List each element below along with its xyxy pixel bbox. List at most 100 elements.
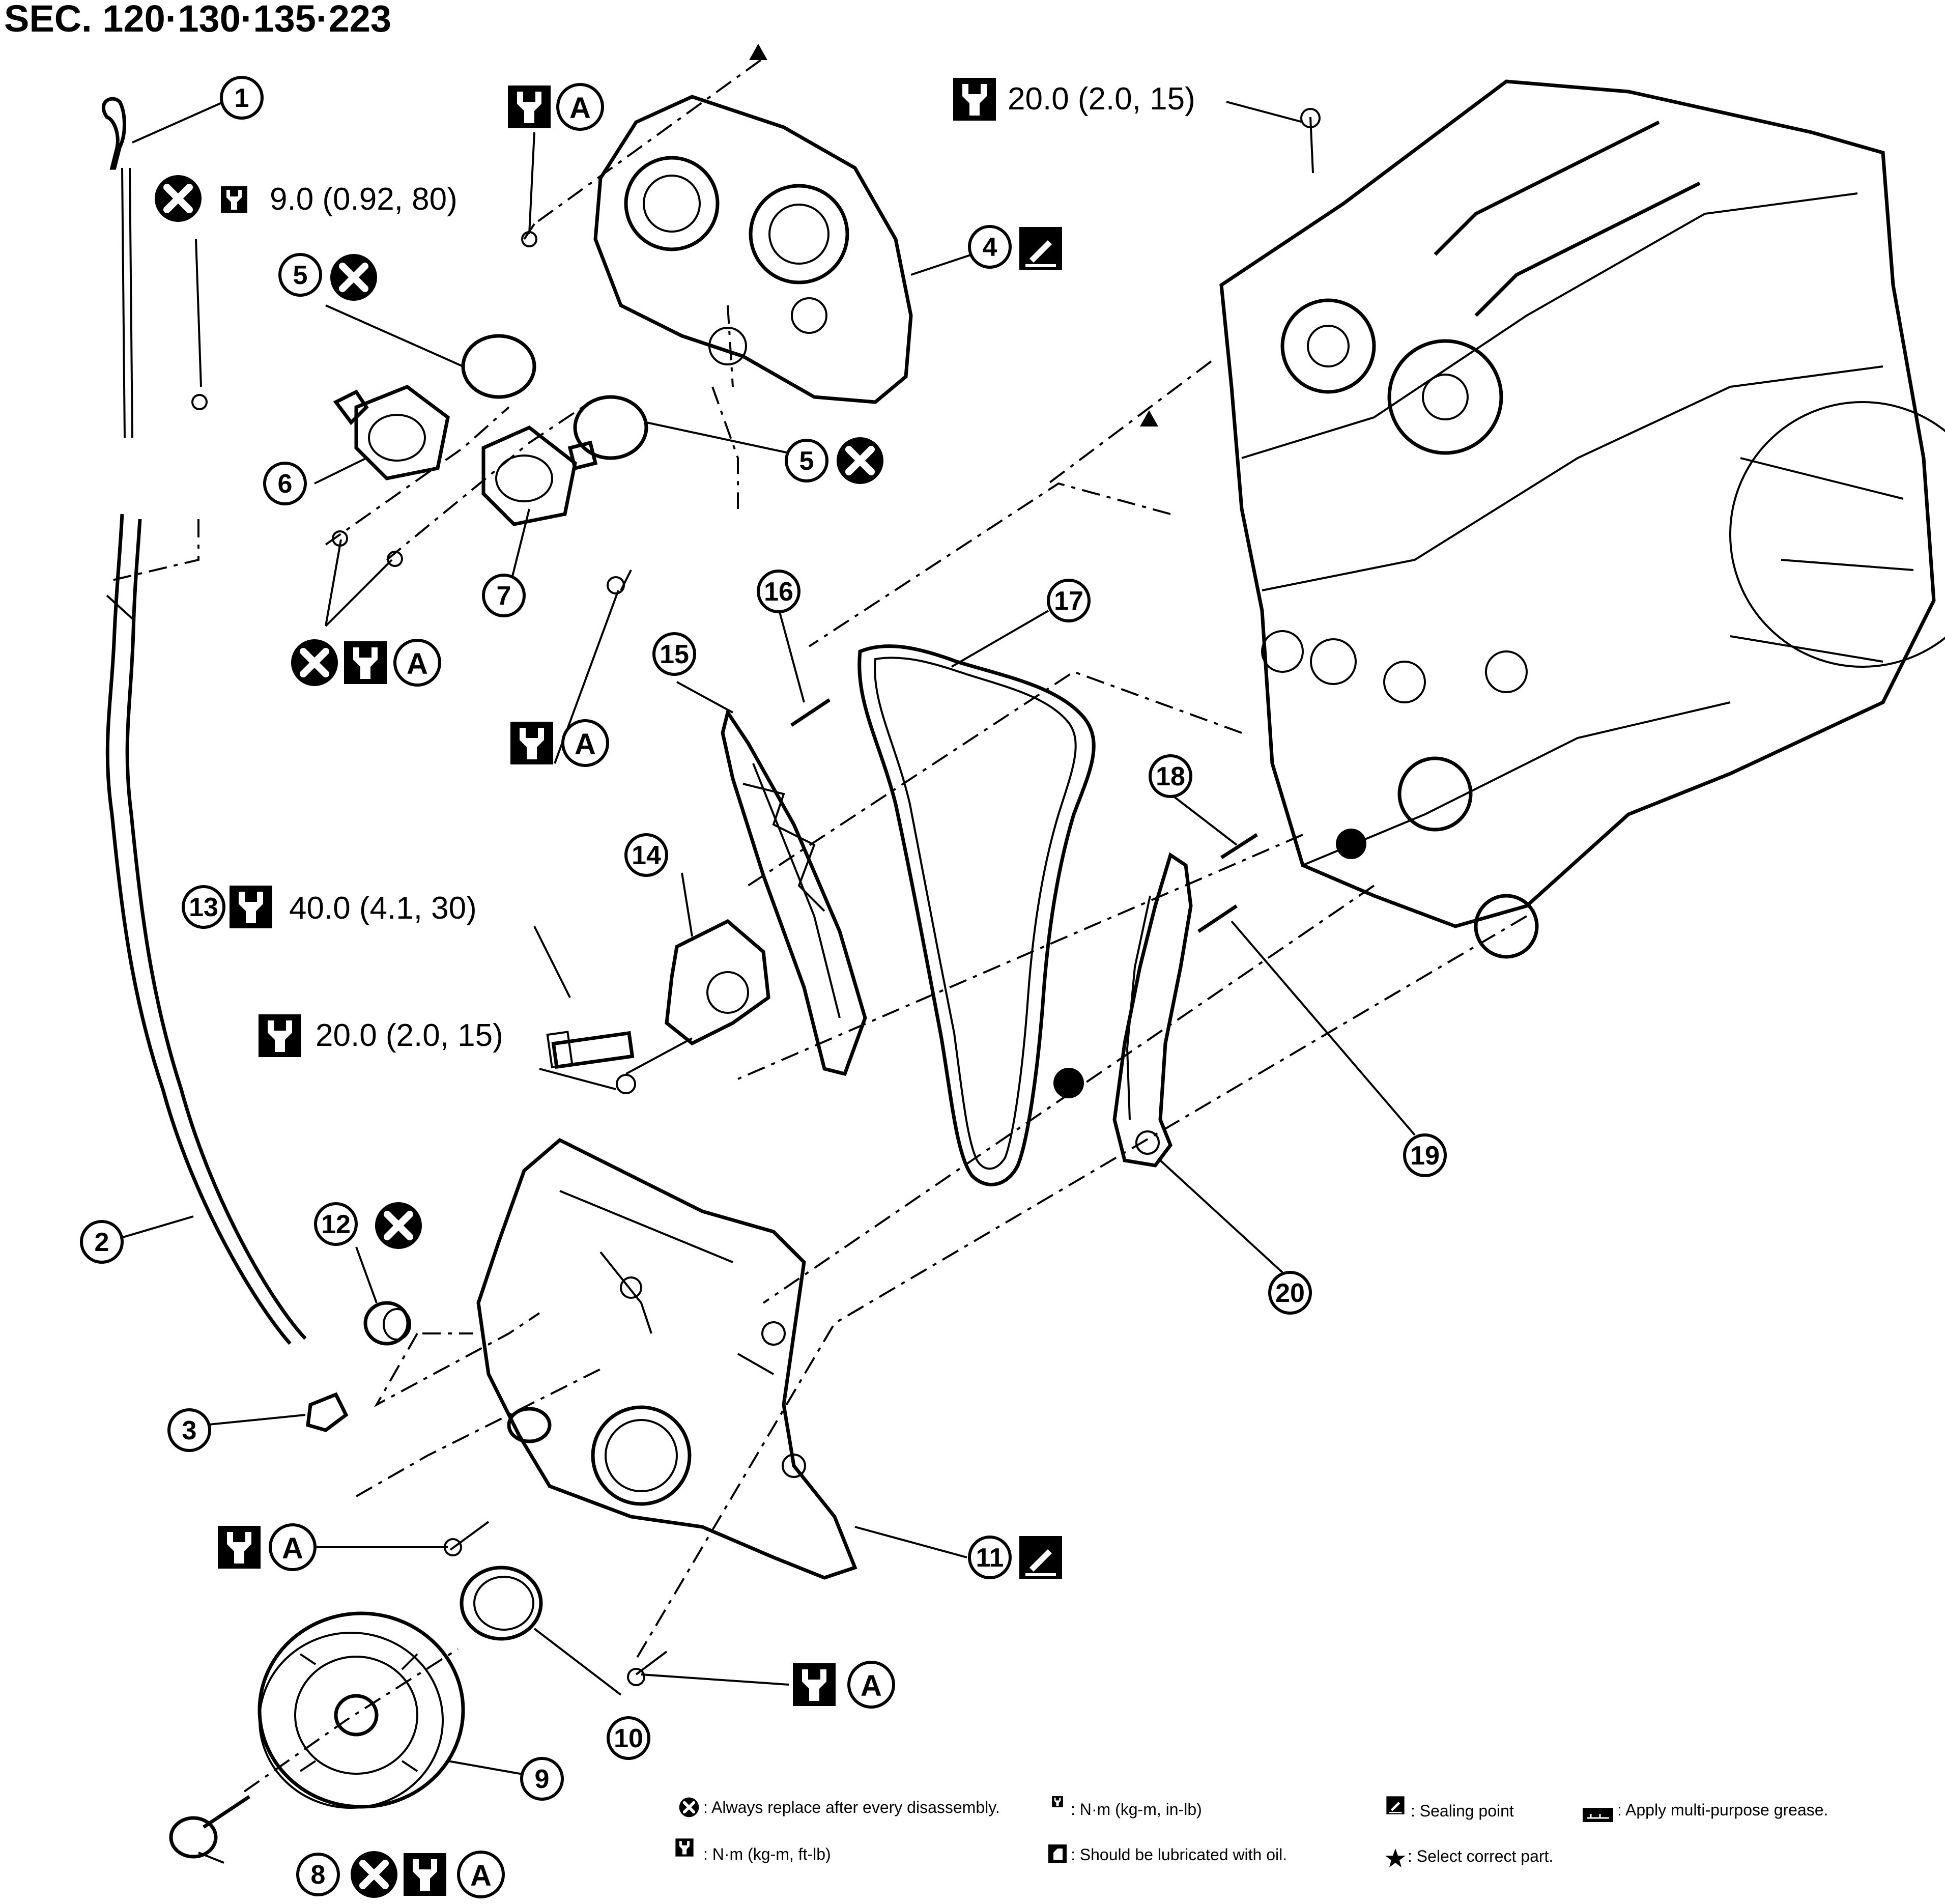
legend-sealing: : Sealing point <box>1411 1802 1514 1820</box>
replace-x-icon <box>330 254 377 301</box>
part-number-circle <box>314 1202 358 1246</box>
crankshaft-pulley <box>258 1611 465 1809</box>
part-number-circle <box>624 833 668 877</box>
tensioner-bolt-torque: 20.0 (2.0, 15) <box>316 1018 503 1053</box>
replace-x-icon <box>679 1798 699 1817</box>
cylinder-head-bolt-head <box>1300 108 1321 128</box>
legend-nm-inlb: : N·m (kg-m, in-lb) <box>1071 1800 1202 1818</box>
engine-block <box>1219 79 1945 959</box>
sealing-point-icon <box>1019 1536 1062 1579</box>
replace-x-icon <box>351 1851 397 1898</box>
oil-level-gauge-guide <box>105 514 307 1345</box>
dot-marker-icon <box>1336 829 1366 859</box>
section-title: SEC. 120·130·135·223 <box>4 0 391 40</box>
leader-lines <box>90 101 1416 1864</box>
oil-can-icon <box>1048 1844 1067 1863</box>
o-ring-lower <box>573 395 648 460</box>
legend: : Always replace after every disassembly… <box>675 1796 1828 1867</box>
torque-wrench-icon <box>508 86 551 128</box>
part-number-circle <box>968 1536 1012 1579</box>
part-number-9: 9 <box>535 1765 550 1794</box>
part-number-11: 11 <box>976 1543 1004 1573</box>
torque-wrench-icon <box>344 641 387 684</box>
sealing-point-icon <box>1019 227 1062 270</box>
part-number-circle <box>757 570 800 613</box>
front-oil-seal <box>460 1566 543 1641</box>
sequence-a-label: A <box>470 1859 492 1892</box>
tensioner-plug-torque: 40.0 (4.1, 30) <box>289 891 477 926</box>
triangle-marker-icon <box>1140 410 1158 427</box>
part-number-3: 3 <box>182 1416 197 1445</box>
part-number-10: 10 <box>614 1724 643 1753</box>
tensioner-bolt <box>625 1037 693 1075</box>
part-number-1: 1 <box>235 83 249 113</box>
torque-wrench-icon <box>259 1014 301 1057</box>
part-number-circle <box>80 1220 124 1264</box>
part-number-18: 18 <box>1156 762 1185 791</box>
part-number-circle <box>607 1716 650 1760</box>
torque-wrench-icon <box>510 722 553 764</box>
dipstick-bolt <box>195 239 202 387</box>
part-number-8: 8 <box>311 1860 326 1890</box>
legend-select: : Select correct part. <box>1408 1847 1553 1865</box>
part-number-17: 17 <box>1054 586 1083 616</box>
replace-x-icon <box>155 175 202 222</box>
part-number-12: 12 <box>321 1210 351 1239</box>
torque-wrench-icon <box>953 78 996 121</box>
part-number-circle <box>167 1408 211 1452</box>
torque-wrench-icon <box>218 1526 261 1569</box>
part-number-circle <box>968 225 1012 269</box>
sequence-a-label: A <box>569 92 591 125</box>
timing-chain <box>857 644 1096 1186</box>
grease-icon <box>1583 1808 1613 1822</box>
tension-guide-bolt <box>1197 904 1238 933</box>
part-number-6: 6 <box>278 469 293 499</box>
sequence-a-label: A <box>575 728 596 761</box>
part-number-13: 13 <box>189 893 218 922</box>
part-number-19: 19 <box>1410 1141 1440 1171</box>
part-number-circle <box>1403 1133 1447 1177</box>
sequence-a-label: A <box>407 647 428 680</box>
cover-bolt <box>387 551 403 567</box>
part-number-circle <box>263 462 307 505</box>
oil-level-gauge <box>101 97 133 438</box>
torque-wrench-icon <box>221 186 247 213</box>
dipstick-bolt-torque: 9.0 (0.92, 80) <box>270 182 457 217</box>
part-number-circle <box>1268 1271 1312 1315</box>
torque-wrench-icon <box>230 886 272 928</box>
oil-seal-plug <box>363 1301 411 1346</box>
part-number-circle <box>785 439 828 482</box>
sequence-a-label: A <box>282 1532 303 1565</box>
o-ring-upper <box>461 334 536 399</box>
tension-guide-pin <box>1220 833 1258 859</box>
front-case-bolt-head <box>627 1668 645 1686</box>
part-number-16: 16 <box>764 577 793 607</box>
front-case-bolt <box>449 1521 490 1551</box>
slack-guide <box>721 708 867 1076</box>
legend-replace: : Always replace after every disassembly… <box>703 1798 1000 1816</box>
torque-wrench-icon <box>793 1663 836 1706</box>
torque-wrench-icon <box>404 1853 446 1896</box>
tensioner-bolt-head <box>616 1074 636 1094</box>
cylinder-head-bolt <box>1309 117 1314 174</box>
part-number-5: 5 <box>799 446 814 476</box>
torque-wrench-icon <box>1052 1796 1063 1807</box>
star-icon <box>1385 1849 1406 1867</box>
part-number-circle <box>278 253 322 297</box>
torque-wrench-icon <box>675 1838 694 1857</box>
dot-marker-icon <box>1053 1068 1084 1098</box>
part-number-4: 4 <box>983 233 997 262</box>
replace-x-icon <box>837 437 883 484</box>
legend-lubricate: : Should be lubricated with oil. <box>1071 1845 1287 1864</box>
part-number-circle <box>1149 754 1192 798</box>
chain-case-bolt <box>620 570 632 591</box>
exhaust-valve-timing-control-cover <box>481 425 598 526</box>
part-number-7: 7 <box>497 581 511 611</box>
intake-valve-timing-control-cover <box>333 385 450 480</box>
sealing-point-icon <box>1386 1796 1405 1815</box>
legend-nm-ftlb: : N·m (kg-m, ft-lb) <box>703 1845 831 1863</box>
part-number-5: 5 <box>293 261 308 290</box>
sequence-a-label: A <box>861 1669 882 1702</box>
part-number-2: 2 <box>95 1228 109 1257</box>
